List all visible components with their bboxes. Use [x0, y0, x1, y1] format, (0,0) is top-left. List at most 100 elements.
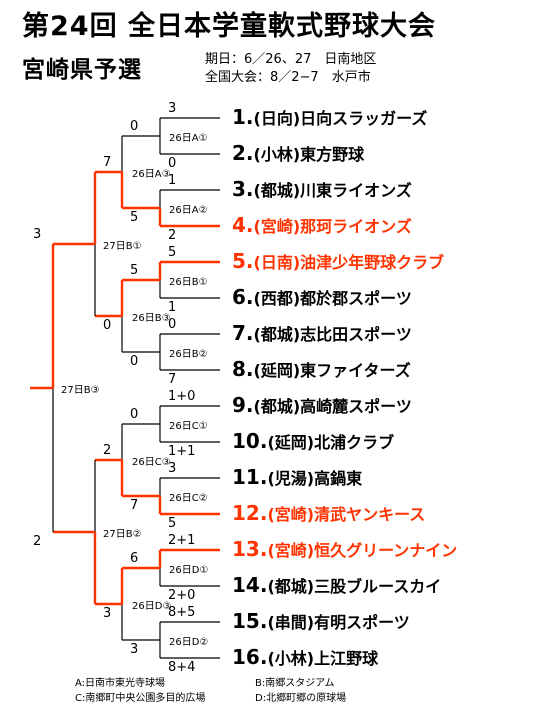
- score-label: 0: [168, 317, 177, 332]
- team-row: 7.(都城)志比田スポーツ: [232, 321, 412, 345]
- team-number: 3.: [232, 177, 254, 201]
- score-label: 5: [168, 245, 177, 260]
- game-label: 27日B③: [61, 385, 100, 396]
- team-row: 2.(小林)東方野球: [232, 141, 364, 165]
- game-label: 26日B①: [169, 277, 208, 288]
- score-label: 3: [130, 642, 139, 657]
- team-row: 5.(日南)油津少年野球クラブ: [232, 249, 444, 273]
- team-row: 6.(西都)都於郡スポーツ: [232, 285, 412, 309]
- team-number: 14.: [232, 573, 268, 597]
- team-number: 12.: [232, 501, 268, 525]
- score-label: 2+0: [168, 588, 196, 603]
- game-label: 26日D③: [132, 601, 172, 612]
- team-name: (日向)日向スラッガーズ: [253, 109, 428, 128]
- venue-b: B:南郷スタジアム: [255, 678, 335, 689]
- team-number: 7.: [232, 321, 254, 345]
- game-label: 26日A①: [169, 133, 208, 144]
- game-label: 26日C②: [169, 493, 208, 504]
- score-label: 1: [168, 300, 177, 315]
- venue-c: C:南郷町中央公園多目的広場: [75, 693, 206, 704]
- team-name: (日南)油津少年野球クラブ: [253, 253, 445, 272]
- score-label: 5: [130, 210, 139, 225]
- team-row: 3.(都城)川東ライオンズ: [232, 177, 412, 201]
- team-name: (小林)東方野球: [253, 145, 365, 164]
- game-label: 26日D①: [169, 565, 209, 576]
- score-label: 7: [103, 155, 112, 170]
- team-name: (宮崎)清武ヤンキース: [267, 505, 426, 524]
- team-row: 8.(延岡)東ファイターズ: [232, 357, 411, 381]
- national-info: 全国大会：8／2−7 水戸市: [205, 70, 371, 85]
- team-name: (児湯)高鍋東: [267, 469, 363, 488]
- team-row: 13.(宮崎)恒久グリーンナイン: [232, 537, 457, 561]
- score-label: 3: [33, 227, 42, 242]
- team-name: (都城)川東ライオンズ: [253, 181, 412, 200]
- score-label: 3: [103, 606, 112, 621]
- score-label: 2+1: [168, 533, 196, 548]
- score-label: 2: [33, 534, 42, 549]
- team-row: 10.(延岡)北浦クラブ: [232, 429, 394, 453]
- team-number: 9.: [232, 393, 254, 417]
- score-label: 0: [103, 318, 112, 333]
- team-row: 14.(都城)三股ブルースカイ: [232, 573, 441, 597]
- team-number: 10.: [232, 429, 268, 453]
- team-name: (小林)上江野球: [267, 649, 379, 668]
- venue-a: A:日南市東光寺球場: [75, 678, 166, 689]
- score-label: 8+4: [168, 660, 196, 675]
- score-label: 5: [130, 263, 139, 278]
- score-label: 0: [168, 156, 177, 171]
- game-label: 26日A②: [169, 205, 208, 216]
- team-row: 12.(宮崎)清武ヤンキース: [232, 501, 425, 525]
- schedule-info: 期日：6／26、27 日南地区: [205, 52, 377, 67]
- score-label: 6: [130, 551, 139, 566]
- game-label: 27日B①: [103, 241, 142, 252]
- page-subtitle: 宮崎県予選: [22, 57, 142, 83]
- team-name: (都城)高崎麓スポーツ: [253, 397, 412, 416]
- team-number: 16.: [232, 645, 268, 669]
- team-name: (延岡)北浦クラブ: [267, 433, 395, 452]
- score-label: 0: [130, 119, 139, 134]
- team-name: (西都)都於郡スポーツ: [253, 289, 412, 308]
- score-label: 5: [168, 516, 177, 531]
- team-row: 9.(都城)高崎麓スポーツ: [232, 393, 412, 417]
- score-label: 1+0: [168, 389, 196, 404]
- team-row: 11.(児湯)高鍋東: [232, 465, 362, 489]
- game-label: 26日A③: [132, 169, 171, 180]
- team-name: (宮崎)恒久グリーンナイン: [267, 541, 458, 560]
- team-name: (都城)三股ブルースカイ: [267, 577, 442, 596]
- team-row: 16.(小林)上江野球: [232, 645, 378, 669]
- game-label: 26日C①: [169, 421, 208, 432]
- team-number: 2.: [232, 141, 254, 165]
- page-title: 第24回 全日本学童軟式野球大会: [22, 11, 436, 42]
- team-name: (都城)志比田スポーツ: [253, 325, 412, 344]
- score-label: 7: [168, 372, 177, 387]
- score-label: 3: [168, 101, 177, 116]
- venue-d: D:北郷町郷の原球場: [255, 693, 347, 704]
- team-number: 5.: [232, 249, 254, 273]
- team-number: 8.: [232, 357, 254, 381]
- team-name: (延岡)東ファイターズ: [253, 361, 411, 380]
- score-label: 7: [130, 498, 139, 513]
- score-label: 2: [103, 443, 112, 458]
- score-label: 2: [168, 228, 177, 243]
- team-row: 4.(宮崎)那珂ライオンズ: [232, 213, 412, 237]
- game-label: 26日C③: [132, 457, 171, 468]
- team-number: 6.: [232, 285, 254, 309]
- team-name: (宮崎)那珂ライオンズ: [253, 217, 412, 236]
- score-label: 1+1: [168, 444, 196, 459]
- team-row: 15.(串間)有明スポーツ: [232, 609, 410, 633]
- score-label: 1: [168, 173, 177, 188]
- score-label: 0: [130, 354, 139, 369]
- game-label: 27日B②: [103, 529, 142, 540]
- team-row: 1.(日向)日向スラッガーズ: [232, 105, 427, 129]
- team-number: 4.: [232, 213, 254, 237]
- score-label: 8+5: [168, 605, 196, 620]
- score-label: 3: [168, 461, 177, 476]
- team-number: 15.: [232, 609, 268, 633]
- team-name: (串間)有明スポーツ: [267, 613, 410, 632]
- team-number: 13.: [232, 537, 268, 561]
- team-number: 1.: [232, 105, 254, 129]
- game-label: 26日B③: [132, 313, 171, 324]
- game-label: 26日D②: [169, 637, 209, 648]
- team-number: 11.: [232, 465, 268, 489]
